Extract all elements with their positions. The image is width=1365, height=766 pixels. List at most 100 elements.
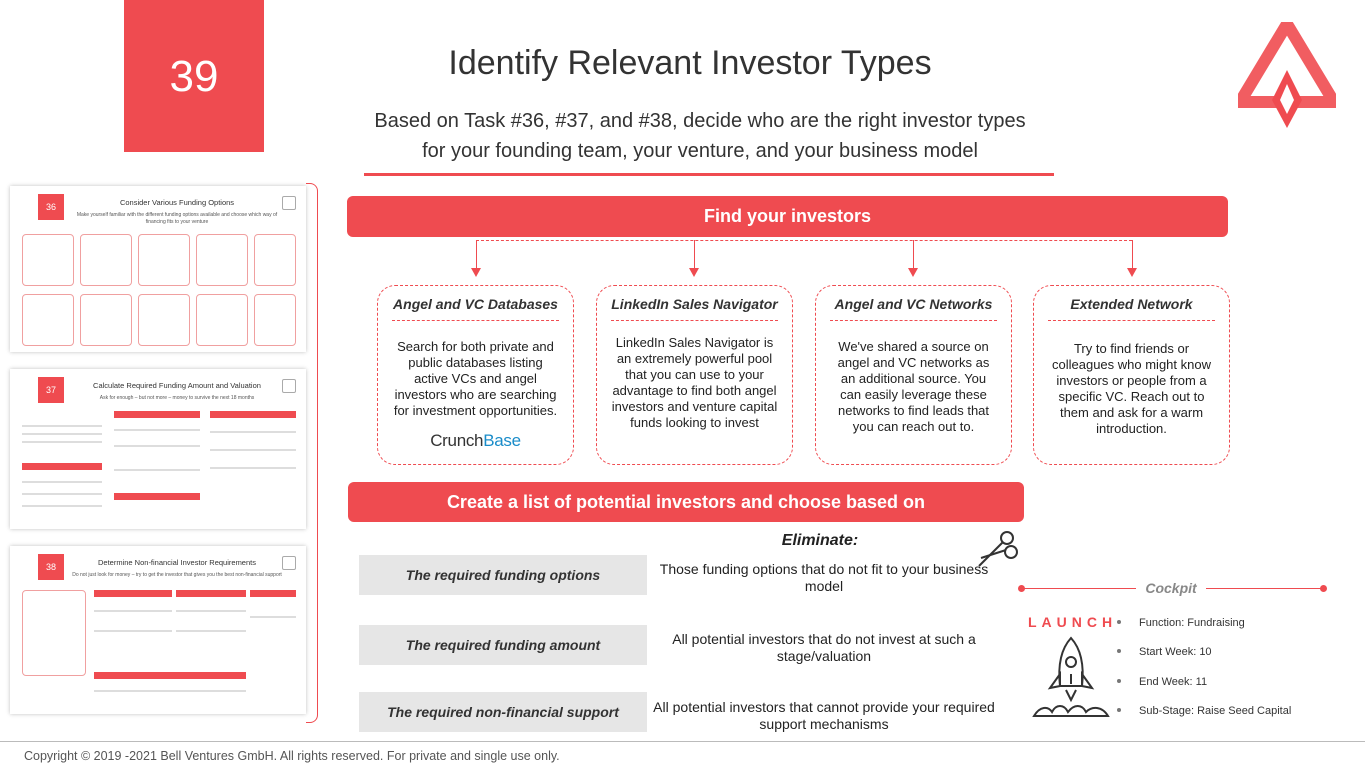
thumbnail-header-bar (250, 590, 296, 597)
source-card-text: Try to find friends or colleagues who mi… (1052, 341, 1211, 436)
cockpit-title: Cockpit (1145, 580, 1197, 596)
footer-divider (0, 741, 1365, 742)
thumbnail-text-line (114, 469, 200, 471)
cockpit-item-text: Start Week: 10 (1139, 646, 1212, 658)
launch-label: LAUNCH (1028, 614, 1118, 630)
cockpit-item: Start Week: 10 (1117, 646, 1212, 658)
arrow-down-icon (1127, 268, 1137, 277)
rocket-icon (1032, 636, 1110, 717)
source-card-title: LinkedIn Sales Navigator (611, 296, 778, 312)
thumbnail-task-36[interactable]: 36 Consider Various Funding Options Make… (10, 186, 306, 352)
thumbnail-title: Determine Non-financial Investor Require… (98, 558, 256, 567)
thumbnail-text-line (210, 431, 296, 433)
bullet-icon (1117, 708, 1121, 713)
source-card-title: Angel and VC Databases (393, 296, 558, 312)
eliminate-label: Eliminate: (781, 532, 859, 549)
source-card-text: Search for both private and public datab… (393, 339, 558, 418)
find-investors-banner: Find your investors (347, 196, 1228, 237)
cockpit-item: Function: Fundraising (1117, 617, 1245, 629)
arrow-down-icon (689, 268, 699, 277)
thumbnail-number: 36 (38, 194, 64, 220)
thumbnail-text-line (22, 505, 102, 507)
thumbnail-menu-icon (282, 556, 296, 570)
arrow-line (913, 240, 914, 270)
thumbnail-text-line (210, 449, 296, 451)
thumbnail-panel (196, 294, 248, 346)
thumbnail-panel (22, 234, 74, 286)
criterion-eliminate-text: All potential investors that cannot prov… (653, 699, 995, 732)
criterion-eliminate-text: Those funding options that do not fit to… (659, 561, 989, 594)
thumbnail-text-line (94, 690, 246, 692)
arrow-line (476, 240, 477, 270)
thumbnail-header-bar (94, 672, 246, 679)
source-card-divider (1048, 320, 1215, 321)
thumbnail-panel (80, 294, 132, 346)
cockpit-item: Sub-Stage: Raise Seed Capital (1117, 705, 1291, 717)
thumbnail-text-line (210, 467, 296, 469)
subtitle-line-1: Based on Task #36, #37, and #38, decide … (374, 110, 1026, 132)
thumbnail-text-line (94, 610, 172, 612)
crunchbase-logo-part-a: Crunch (430, 431, 484, 450)
scissors-icon (978, 531, 1018, 567)
thumbnail-text-line (22, 433, 102, 435)
page-subtitle: Based on Task #36, #37, and #38, decide … (340, 106, 1060, 166)
thumbnail-panel (196, 234, 248, 286)
thumbnail-panel (22, 590, 86, 676)
source-card-text: We've shared a source on angel and VC ne… (837, 339, 990, 434)
thumbnail-panel (138, 294, 190, 346)
crunchbase-logo: CrunchBase (378, 431, 573, 451)
cockpit-line (1206, 588, 1322, 589)
copyright-text: Copyright © 2019 -2021 Bell Ventures Gmb… (24, 749, 560, 763)
thumbnail-text-line (176, 630, 246, 632)
thumbnail-header-bar (210, 411, 296, 418)
crunchbase-logo-part-b: Base (483, 431, 521, 450)
cockpit-dot (1320, 585, 1327, 592)
arrow-line (694, 240, 695, 270)
thumbnail-menu-icon (282, 196, 296, 210)
bullet-icon (1117, 620, 1121, 625)
criterion-eliminate-text: All potential investors that do not inve… (672, 631, 976, 664)
source-card-divider (611, 320, 778, 321)
thumbnail-text-line (22, 441, 102, 443)
source-card-divider (392, 320, 559, 321)
arrow-down-icon (908, 268, 918, 277)
thumbnail-text-line (250, 616, 296, 618)
arrow-down-icon (471, 268, 481, 277)
task-number-badge: 39 (124, 0, 264, 152)
cockpit-item-text: End Week: 11 (1139, 676, 1208, 688)
cockpit-line (1022, 588, 1136, 589)
arrow-line (1132, 240, 1133, 270)
title-divider (364, 173, 1054, 176)
source-card-title: Extended Network (1070, 296, 1193, 312)
criterion-non-financial-support: The required non-financial support (359, 692, 647, 732)
bullet-icon (1117, 649, 1121, 654)
thumbnail-header-bar (114, 411, 200, 418)
create-list-banner: Create a list of potential investors and… (348, 482, 1024, 522)
thumbnail-text-line (22, 425, 102, 427)
thumbnail-text-line (94, 630, 172, 632)
thumbnail-header-bar (114, 493, 200, 500)
source-card-extended-network: Extended Network Try to find friends or … (1033, 285, 1230, 465)
thumbnail-panel (22, 294, 74, 346)
thumbnail-panel (254, 234, 296, 286)
thumbnail-subtitle: Make yourself familiar with the differen… (76, 212, 278, 225)
thumbnail-text-line (176, 610, 246, 612)
criterion-funding-amount: The required funding amount (359, 625, 647, 665)
source-card-divider (830, 320, 997, 321)
thumbnail-task-37[interactable]: 37 Calculate Required Funding Amount and… (10, 369, 306, 529)
cockpit-item-text: Function: Fundraising (1139, 617, 1245, 629)
thumbnail-subtitle: Do not just look for money – try to get … (72, 572, 282, 578)
cockpit-item: End Week: 11 (1117, 676, 1207, 688)
thumbnail-title: Calculate Required Funding Amount and Va… (93, 381, 261, 390)
cockpit-item-text: Sub-Stage: Raise Seed Capital (1139, 705, 1292, 717)
thumbnail-header-bar (22, 463, 102, 470)
thumbnail-bracket (306, 183, 318, 723)
thumbnail-number: 38 (38, 554, 64, 580)
source-card-text: LinkedIn Sales Navigator is an extremely… (611, 335, 778, 430)
source-card-angel-vc-networks: Angel and VC Networks We've shared a sou… (815, 285, 1012, 465)
thumbnail-panel (138, 234, 190, 286)
thumbnail-task-38[interactable]: 38 Determine Non-financial Investor Requ… (10, 546, 306, 714)
source-card-angel-vc-databases: Angel and VC Databases Search for both p… (377, 285, 574, 465)
thumbnail-header-bar (176, 590, 246, 597)
thumbnail-number: 37 (38, 377, 64, 403)
